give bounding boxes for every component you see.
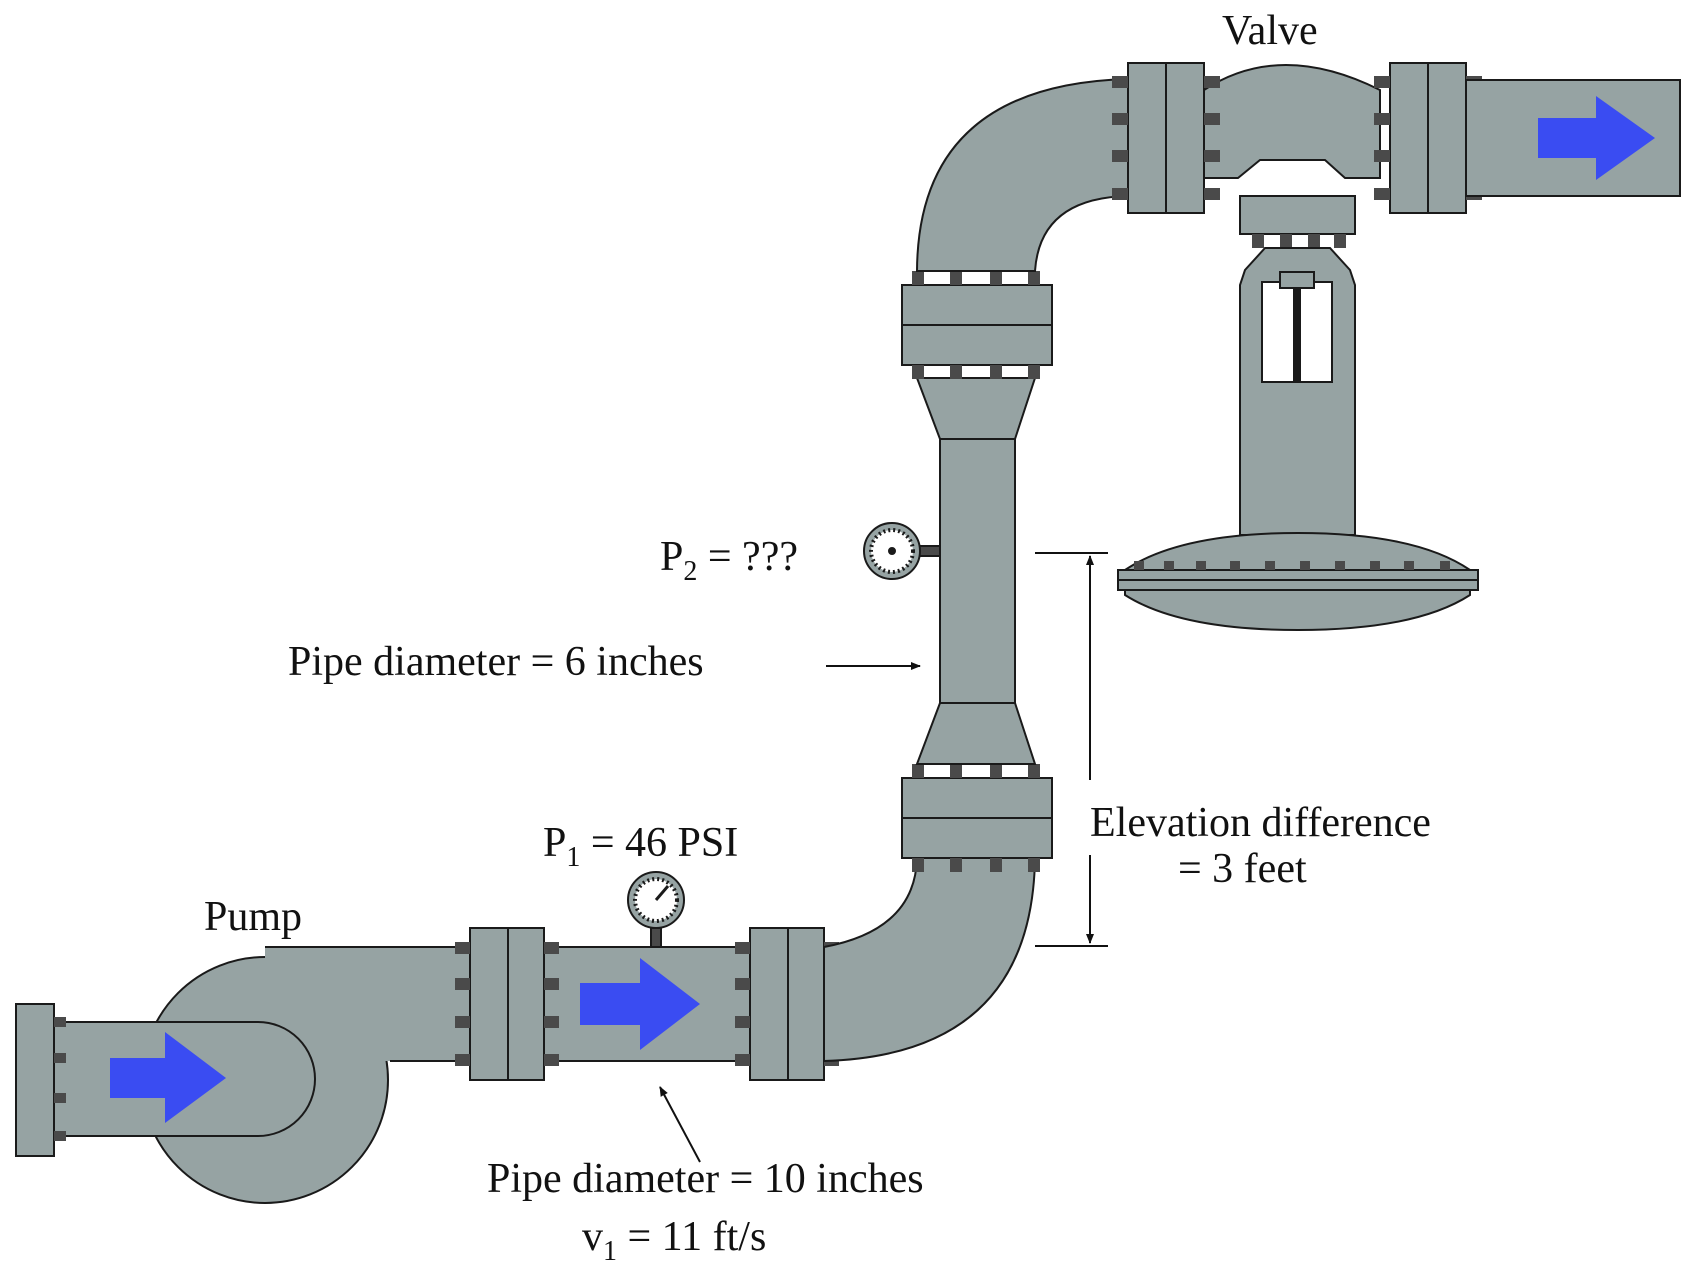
pressure-gauge-p1: [627, 871, 685, 948]
reducer-lower: [915, 702, 1037, 765]
flange-vertical-upper: [901, 271, 1053, 379]
p1-label: P1 = 46 PSI: [543, 820, 739, 873]
valve-label: Valve: [1222, 8, 1318, 54]
elbow-lower: [823, 857, 1037, 1063]
flange-lower-2: [735, 927, 839, 1081]
v1-label: v1 = 11 ft/s: [582, 1214, 767, 1267]
pipe-diameter-6-label: Pipe diameter = 6 inches: [288, 639, 704, 685]
valve-actuator: [1117, 195, 1479, 632]
reducer-upper: [915, 377, 1037, 440]
flow-arrow-icon: [110, 1032, 226, 1123]
elevation-label-line2: = 3 feet: [1178, 846, 1307, 892]
flow-arrow-icon: [580, 958, 700, 1050]
pipe-6-inch: [939, 438, 1016, 704]
inlet-flange-bolts: [54, 1017, 66, 1141]
flange-lower-1: [455, 927, 559, 1081]
p2-label: P2 = ???: [660, 534, 798, 587]
pump-label: Pump: [204, 894, 303, 940]
inlet-flange: [15, 1003, 55, 1157]
valve-body: [1112, 62, 1482, 214]
flange-vertical-lower: [901, 764, 1053, 872]
pressure-gauge-p2: [863, 522, 941, 580]
elbow-upper: [915, 77, 1129, 272]
elevation-label-line1: Elevation difference: [1090, 800, 1431, 846]
pipe10-pointer-arrow: [659, 1086, 701, 1163]
flow-arrow-icon: [1538, 96, 1655, 180]
pipe-diameter-10-label: Pipe diameter = 10 inches: [487, 1156, 924, 1202]
